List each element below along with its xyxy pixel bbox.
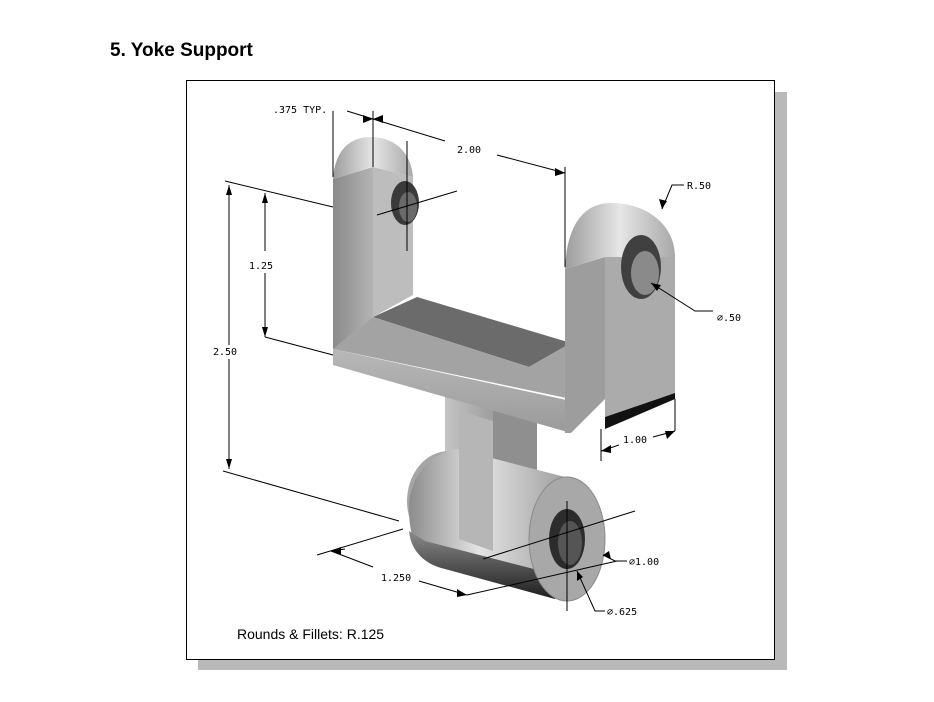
right-lug-front — [605, 257, 675, 417]
dim-overall-height: 2.50 — [213, 347, 237, 358]
base-plate-top — [373, 297, 571, 367]
dim-boss-height: 1.25 — [249, 261, 273, 272]
dim-hub-hole-diameter: ⌀.625 — [607, 607, 637, 618]
arrowheads — [226, 115, 675, 597]
left-lug-hole-inner — [399, 192, 417, 222]
rounds-fillets-note: Rounds & Fillets: R.125 — [237, 626, 385, 642]
dim-hub-outer-diameter: ⌀1.00 — [629, 557, 659, 568]
yoke-part — [333, 137, 675, 602]
right-lug-side — [565, 257, 605, 433]
dim-hub-length: 1.250 — [381, 573, 411, 584]
page-title: 5. Yoke Support — [110, 40, 253, 61]
dim-width: 2.00 — [457, 145, 481, 156]
hub-hole-inner — [558, 521, 582, 565]
base-plate-front — [333, 317, 571, 399]
dim-hole-diameter: ⌀.50 — [717, 313, 741, 324]
stem-front — [459, 411, 493, 551]
dim-depth: 1.00 — [623, 435, 647, 446]
right-lug-bottom — [605, 393, 675, 429]
right-lug-hole-inner — [631, 251, 659, 295]
dim-radius: R.50 — [687, 181, 711, 192]
dim-typ-thickness: .375 TYP. — [273, 105, 327, 116]
left-lug-side — [333, 167, 373, 349]
yoke-support-drawing: .375 TYP. 2.00 R.50 1.25 2.50 ⌀.50 1.00 … — [213, 105, 741, 618]
base-front-face — [333, 349, 571, 433]
drawing-frame: .375 TYP. 2.00 R.50 1.25 2.50 ⌀.50 1.00 … — [186, 80, 775, 660]
